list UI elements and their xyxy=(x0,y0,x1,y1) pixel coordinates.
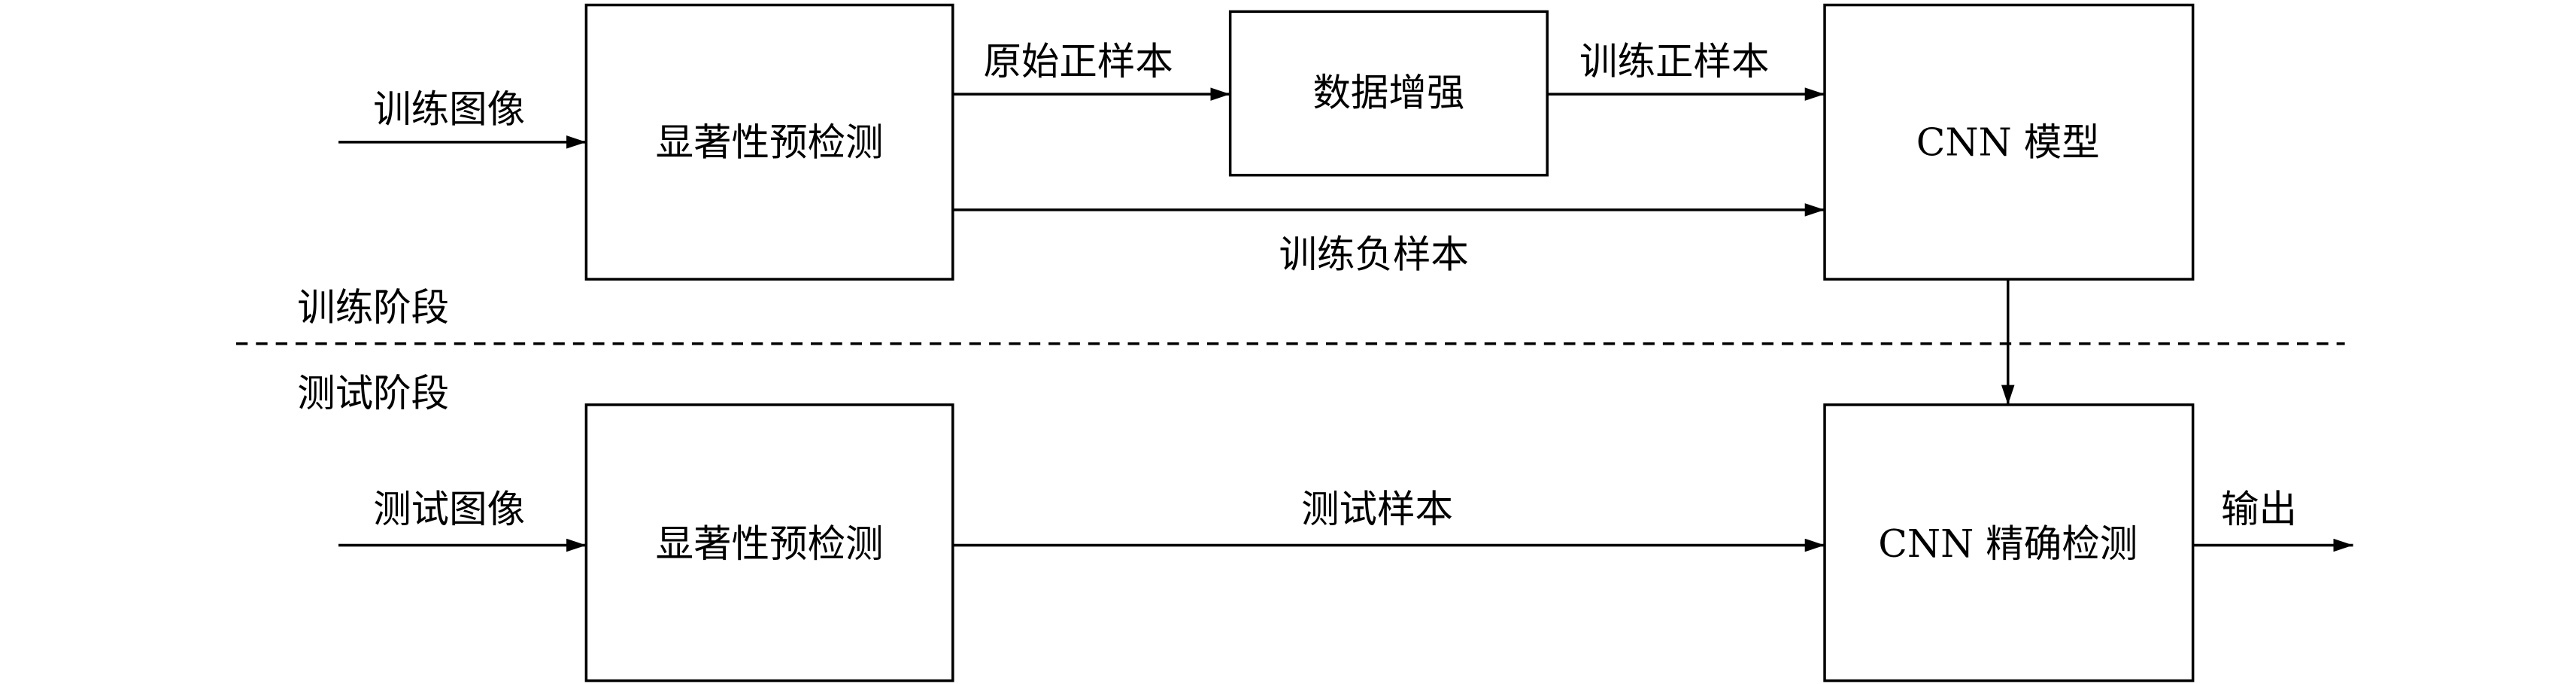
cnn-model-label: CNN 模型 xyxy=(1916,120,2100,164)
train-stage-label: 训练阶段 xyxy=(297,285,449,330)
cnn-detect-label: CNN 精确检测 xyxy=(1878,521,2138,566)
augment-label: 数据增强 xyxy=(1312,71,1464,115)
test-sample-label: 测试样本 xyxy=(1301,487,1453,531)
positive-label: 原始正样本 xyxy=(983,39,1173,84)
test-stage-label: 测试阶段 xyxy=(297,371,449,415)
train-saliency-label: 显著性预检测 xyxy=(656,120,884,164)
output-label: 输出 xyxy=(2221,487,2297,531)
test-saliency-label: 显著性预检测 xyxy=(656,521,884,566)
negative-label: 训练负样本 xyxy=(1279,233,1468,277)
train-positive-label: 训练正样本 xyxy=(1579,39,1769,84)
train-input-label: 训练图像 xyxy=(373,87,525,131)
test-saliency-box xyxy=(584,403,954,682)
test-input-label: 测试图像 xyxy=(373,487,525,531)
